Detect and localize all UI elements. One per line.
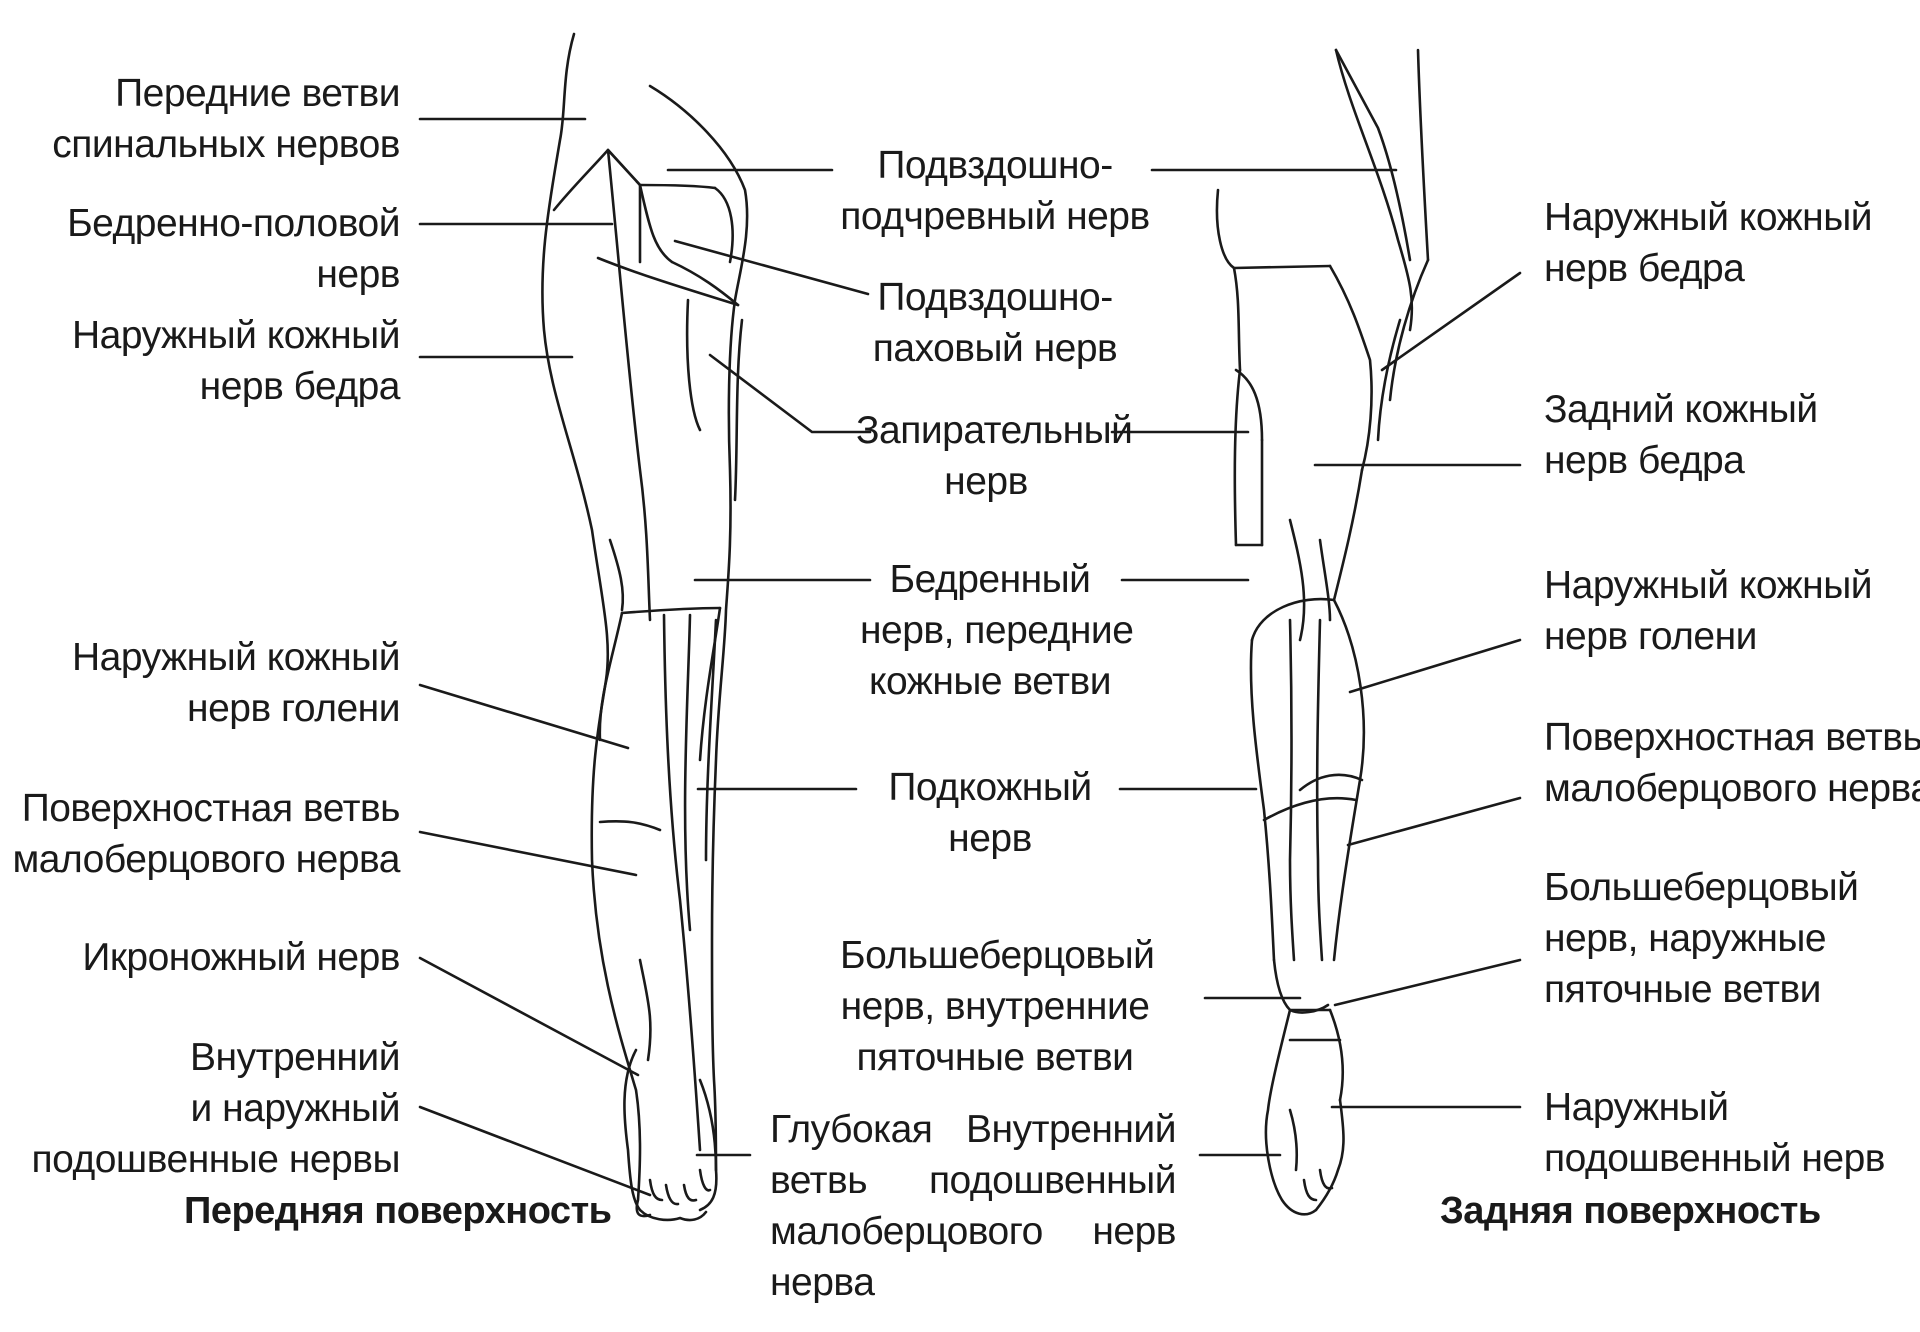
label-lateral-cutaneous-leg-posterior: Наружный кожный нерв голени xyxy=(1544,560,1873,662)
caption-posterior-surface: Задняя поверхность xyxy=(1440,1190,1821,1232)
label-anterior-spinal-branches: Передние ветви спинальных нервов xyxy=(52,68,400,170)
label-genitofemoral-nerve: Бедренно-половой нерв xyxy=(67,198,400,300)
label-line: Внутренний xyxy=(966,1108,1176,1151)
anterior-leg-outline xyxy=(541,32,749,1222)
label-line: Наружный кожный xyxy=(71,636,401,679)
label-superficial-peroneal-anterior: Поверхностная ветвь малоберцового нерва xyxy=(12,783,400,885)
label-line: Подкожный xyxy=(888,766,1092,809)
label-line: Наружный кожный xyxy=(1544,196,1873,239)
label-line: Икроножный нерв xyxy=(82,936,400,979)
label-saphenous-nerve: Подкожный нерв xyxy=(860,762,1120,864)
label-line: малоберцового xyxy=(770,1210,1043,1253)
label-line: Наружный xyxy=(1544,1086,1729,1129)
label-line: нерв бедра xyxy=(1544,247,1745,290)
label-line: нерв, передние xyxy=(860,609,1134,652)
label-posterior-cutaneous-thigh: Задний кожный нерв бедра xyxy=(1544,384,1818,486)
label-line: нерв, наружные xyxy=(1544,917,1827,960)
label-superficial-peroneal-posterior: Поверхностная ветвь малоберцового нерва xyxy=(1544,712,1920,814)
label-lateral-cutaneous-thigh-posterior: Наружный кожный нерв бедра xyxy=(1544,192,1873,294)
label-ilioinguinal-nerve: Подвздошно- паховый нерв xyxy=(840,272,1150,374)
label-line: малоберцового нерва xyxy=(1544,767,1920,810)
label-line: Бедренно-половой xyxy=(67,202,400,245)
label-line: нерва xyxy=(770,1261,875,1304)
label-sural-nerve: Икроножный нерв xyxy=(82,932,400,983)
label-line: нерв xyxy=(948,817,1032,860)
label-line: Подвздошно- xyxy=(877,144,1113,187)
label-line: подчревный нерв xyxy=(840,195,1150,238)
label-line: нерв xyxy=(316,253,400,296)
leader-lines xyxy=(418,117,1522,1197)
label-line: подошвенный нерв xyxy=(1544,1137,1886,1180)
label-iliohypogastric-nerve: Подвздошно- подчревный нерв xyxy=(840,140,1150,242)
label-line: Передние ветви xyxy=(115,72,400,115)
label-line: подошвенный xyxy=(928,1159,1177,1202)
label-line: Задний кожный xyxy=(1544,388,1818,431)
label-femoral-anterior-cutaneous: Бедренный нерв, передние кожные ветви xyxy=(860,554,1134,707)
label-line: Бедренный xyxy=(889,558,1091,601)
label-line: Запирательный xyxy=(856,409,1133,452)
label-medial-plantar-nerve: Внутренний подошвенный нерв xyxy=(928,1104,1177,1257)
label-lateral-plantar-nerve: Наружный подошвенный нерв xyxy=(1544,1082,1886,1184)
label-line: ветвь xyxy=(770,1159,868,1202)
posterior-leg-outline xyxy=(1215,48,1430,1216)
label-line: и наружный xyxy=(190,1087,401,1130)
label-line: подошвенные нервы xyxy=(31,1138,401,1181)
label-lateral-cutaneous-thigh-anterior: Наружный кожный нерв бедра xyxy=(71,310,401,412)
label-line: кожные ветви xyxy=(869,660,1111,703)
label-line: Наружный кожный xyxy=(1544,564,1873,607)
label-line: Внутренний xyxy=(190,1036,400,1079)
label-obturator-nerve: Запирательный нерв xyxy=(856,405,1133,507)
label-tibial-lateral-calcaneal: Большеберцовый нерв, наружные пяточные в… xyxy=(1544,862,1859,1015)
label-line: Подвздошно- xyxy=(877,276,1113,319)
label-line: паховый нерв xyxy=(872,327,1118,370)
label-deep-peroneal-branch: Глубокая ветвь малоберцового нерва xyxy=(770,1104,1043,1308)
label-line: спинальных нервов xyxy=(52,123,400,166)
label-line: пяточные ветви xyxy=(1544,968,1821,1011)
label-line: нерв xyxy=(1092,1210,1176,1253)
label-medial-lateral-plantar: Внутренний и наружный подошвенные нервы xyxy=(31,1032,401,1185)
label-line: малоберцового нерва xyxy=(12,838,400,881)
label-line: Поверхностная ветвь xyxy=(21,787,401,830)
label-line: Наружный кожный xyxy=(71,314,401,357)
label-line: нерв, внутренние xyxy=(840,985,1150,1028)
label-line: нерв голени xyxy=(1544,615,1757,658)
label-line: Глубокая xyxy=(770,1108,933,1151)
label-line: нерв голени xyxy=(187,687,400,730)
label-line: Большеберцовый xyxy=(840,934,1155,977)
label-line: пяточные ветви xyxy=(856,1036,1134,1079)
label-tibial-medial-calcaneal: Большеберцовый нерв, внутренние пяточные… xyxy=(840,930,1155,1083)
label-lateral-cutaneous-leg-anterior: Наружный кожный нерв голени xyxy=(71,632,401,734)
label-line: нерв бедра xyxy=(199,365,401,408)
caption-anterior-surface: Передняя поверхность xyxy=(184,1190,612,1232)
label-line: Большеберцовый xyxy=(1544,866,1859,909)
label-line: Поверхностная ветвь xyxy=(1544,716,1920,759)
label-line: нерв бедра xyxy=(1544,439,1745,482)
label-line: нерв xyxy=(944,460,1028,503)
